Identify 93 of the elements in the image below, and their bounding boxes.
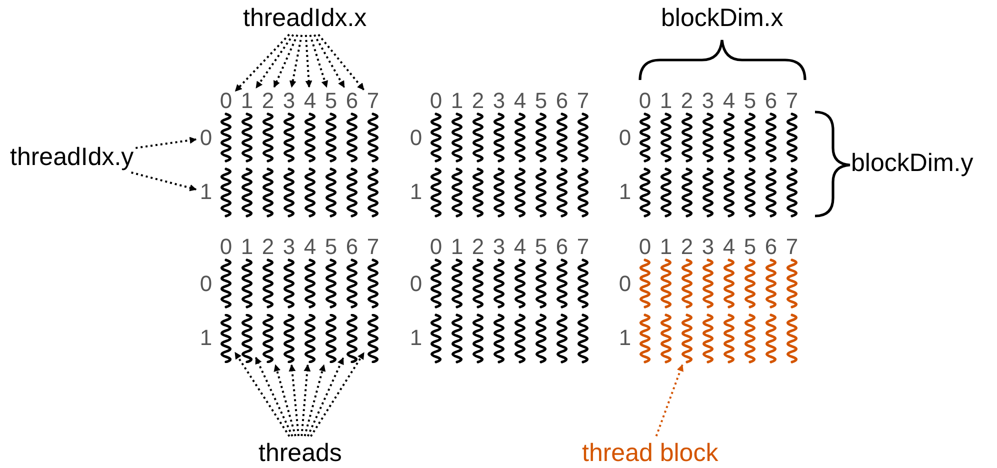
callout-label: threadIdx.y [10,142,134,172]
arrow [288,364,300,436]
column-index: 5 [534,235,548,259]
arrow [273,34,298,88]
column-index: 0 [638,235,652,259]
column-index: 6 [344,235,360,259]
column-index: 4 [722,235,736,259]
column-index: 2 [260,235,276,259]
column-index: 3 [700,89,716,113]
callout-label: thread block [582,438,718,468]
column-index: 7 [784,89,800,113]
callout-label: threadIdx.x [243,3,367,33]
arrow [655,364,684,436]
column-index: 0 [428,235,444,259]
column-index: 1 [450,89,464,113]
column-index: 3 [492,89,506,113]
arrow [254,356,294,437]
arrow [255,34,294,88]
row-index: 1 [198,326,214,350]
column-index: 7 [366,235,380,259]
squiggle-icon [239,314,255,363]
column-index: 0 [218,235,234,259]
arrow [274,364,296,436]
column-index: 7 [784,235,800,259]
column-index: 5 [742,235,758,259]
column-index: 2 [470,89,486,113]
column-index: 5 [324,235,338,259]
arrow [289,34,303,88]
arrow [136,136,197,149]
row-index: 1 [618,180,632,204]
column-index: 1 [658,235,674,259]
column-index: 6 [344,89,360,113]
column-index: 0 [428,89,444,113]
column-index: 6 [764,89,778,113]
column-index: 6 [554,89,570,113]
column-index: 2 [260,89,276,113]
squiggle-icon [344,314,360,363]
column-index: 1 [658,89,674,113]
column-index: 5 [323,89,339,113]
column-index: 1 [239,89,255,113]
row-index: 1 [408,326,424,350]
row-index: 0 [198,126,214,150]
column-index: 4 [302,235,318,259]
column-index: 4 [722,89,736,113]
column-index: 5 [742,89,758,113]
squiggle-icon [302,314,318,363]
arrow [318,34,364,90]
column-index: 4 [512,235,528,259]
row-index: 0 [408,126,424,150]
arrow [304,34,312,88]
column-index: 7 [576,89,590,113]
squiggle-icon [365,314,381,363]
column-index: 3 [492,235,506,259]
arrow [306,357,344,437]
column-index: 2 [680,89,694,113]
column-index: 7 [365,89,381,113]
column-index: 6 [554,235,570,259]
dimension-label: blockDim.x [661,3,784,33]
squiggle-icon [218,314,234,363]
row-index: 0 [618,126,632,150]
column-index: 3 [700,235,716,259]
dimension-label: blockDim.y [851,148,974,178]
arrow [131,172,197,192]
column-index: 2 [680,235,694,259]
column-index: 0 [638,89,652,113]
arrow [309,34,328,88]
column-index: 3 [281,89,297,113]
arrow [310,352,365,437]
row-index: 1 [618,326,632,350]
column-index: 0 [218,89,234,113]
arrow [234,352,290,437]
arrow [234,34,290,92]
column-index: 4 [512,89,528,113]
squiggle-icon [323,314,339,363]
row-index: 1 [198,180,214,204]
column-index: 1 [450,235,464,259]
column-index: 1 [240,235,254,259]
column-index: 6 [764,235,778,259]
arrow [313,34,346,88]
squiggle-icon [260,314,276,363]
squiggle-icon [281,314,297,363]
column-index: 5 [534,89,548,113]
arrow [304,364,326,436]
column-index: 2 [470,235,486,259]
row-index: 0 [618,272,632,296]
row-index: 1 [408,180,424,204]
callout-label: threads [258,438,342,468]
row-index: 0 [198,272,214,296]
arrow [300,364,311,436]
column-index: 4 [302,89,318,113]
row-index: 0 [408,272,424,296]
column-index: 3 [282,235,296,259]
column-index: 7 [576,235,590,259]
